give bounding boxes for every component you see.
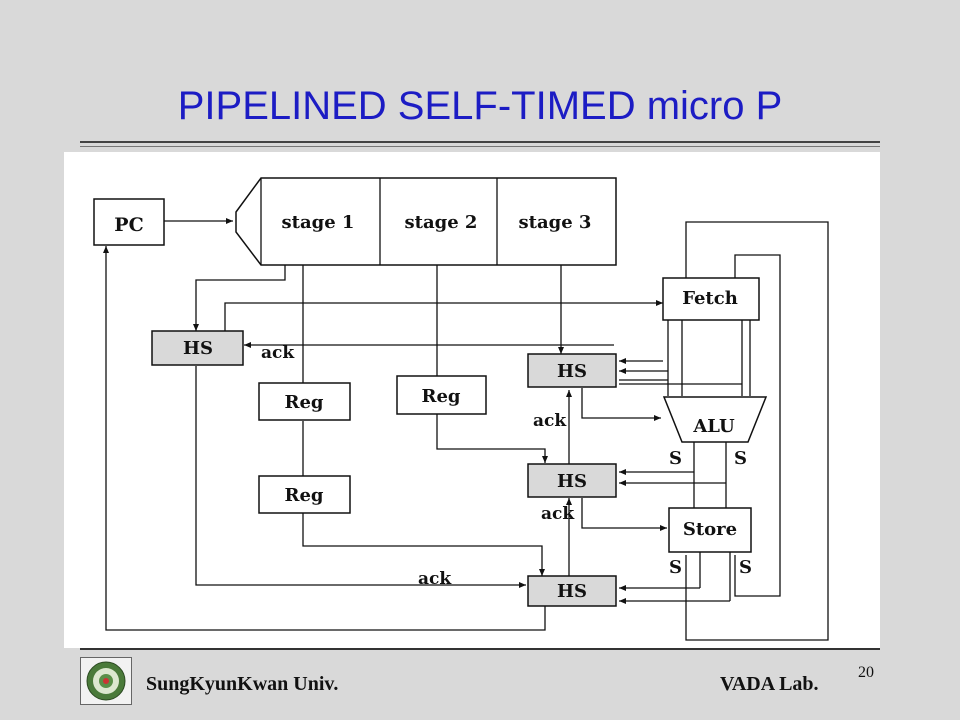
store-box bbox=[668, 507, 752, 553]
stage2-label: stage 2 bbox=[405, 212, 478, 233]
reg-box-1 bbox=[258, 382, 351, 421]
hs-label-left: HS bbox=[183, 338, 213, 359]
reg-box-3 bbox=[258, 475, 351, 514]
ack-label-1: ack bbox=[261, 343, 295, 363]
stage1-label: stage 1 bbox=[282, 212, 355, 233]
footer-university: SungKyunKwan Univ. bbox=[146, 673, 339, 695]
reg-box-2 bbox=[396, 375, 487, 415]
fetch-label: Fetch bbox=[682, 288, 738, 309]
s-label-4: S bbox=[739, 557, 752, 578]
hs-box-bottom bbox=[527, 575, 617, 607]
outer-feedback-loop bbox=[685, 221, 829, 641]
ack-label-4: ack bbox=[418, 569, 452, 589]
pc-box bbox=[93, 198, 165, 246]
hs-to-fetch-arrow bbox=[224, 300, 663, 331]
hs-box-middle bbox=[527, 463, 617, 498]
footer-lab: VADA Lab. bbox=[720, 673, 819, 695]
hs-to-store-arrow bbox=[581, 498, 667, 531]
reg-label-1: Reg bbox=[285, 392, 324, 413]
hs-box-top bbox=[527, 353, 617, 388]
ack-label-2: ack bbox=[533, 411, 567, 431]
reg2-to-hs-arrow bbox=[436, 413, 548, 463]
reg3-to-hs-arrow bbox=[302, 513, 545, 576]
reg-label-2: Reg bbox=[422, 386, 461, 407]
fetch-box bbox=[662, 277, 760, 321]
inner-feedback-loop bbox=[734, 254, 781, 597]
hs-to-pc-arrow bbox=[103, 246, 546, 631]
page-number: 20 bbox=[858, 664, 874, 681]
s-label-3: S bbox=[669, 557, 682, 578]
slide-title: PIPELINED SELF-TIMED micro P bbox=[177, 84, 783, 128]
hs-label-middle: HS bbox=[557, 471, 587, 492]
s-label-2: S bbox=[734, 448, 747, 469]
title-divider bbox=[80, 141, 880, 143]
s-label-1: S bbox=[669, 448, 682, 469]
alu-label: ALU bbox=[692, 416, 735, 437]
hs-ack-to-bottom-hs-arrow bbox=[195, 366, 526, 588]
pc-label: PC bbox=[114, 214, 143, 236]
logo-emblem-icon bbox=[86, 661, 126, 701]
university-logo bbox=[80, 657, 132, 705]
reg-label-3: Reg bbox=[285, 485, 324, 506]
footer-divider bbox=[80, 648, 880, 650]
hs-box-left bbox=[151, 330, 244, 366]
title-divider-thin bbox=[80, 146, 880, 147]
store-label: Store bbox=[683, 519, 737, 540]
hs-to-alu-arrow bbox=[581, 388, 661, 421]
stage1-to-hs-arrow bbox=[193, 265, 286, 331]
ack-label-3: ack bbox=[541, 504, 575, 524]
diagram-svg: PC stage 1 stage 2 stage 3 Fetch HS HS H… bbox=[93, 177, 829, 641]
alu-shape bbox=[662, 396, 768, 443]
stage3-label: stage 3 bbox=[519, 212, 592, 233]
pipeline-diagram: PC stage 1 stage 2 stage 3 Fetch HS HS H… bbox=[64, 152, 880, 648]
hs-label-top: HS bbox=[557, 361, 587, 382]
hs-label-bottom: HS bbox=[557, 581, 587, 602]
